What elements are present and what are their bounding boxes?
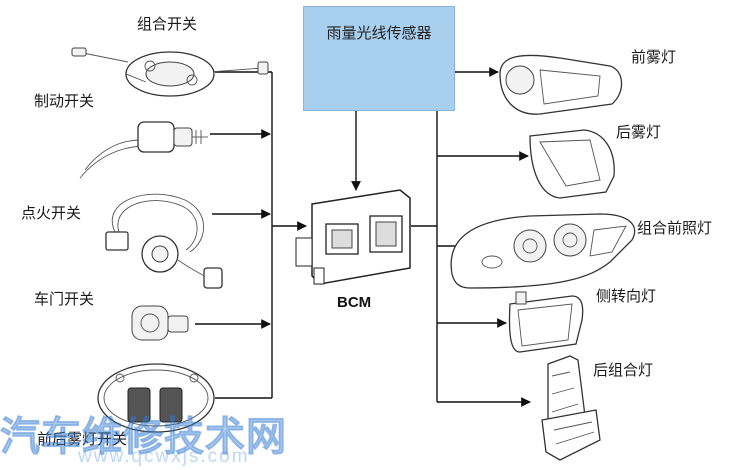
rear-combination-lamp-icon — [541, 355, 601, 461]
label-combination-switch: 组合开关 — [137, 15, 198, 33]
label-fog-lamp-switch: 前后雾灯开关 — [37, 430, 128, 448]
side-turn-lamp-icon — [508, 291, 584, 353]
fog-lamp-switch-icon — [97, 363, 215, 433]
brake-switch-icon — [79, 121, 208, 179]
rear-fog-lamp-icon — [529, 129, 615, 199]
front-fog-lamp-icon — [499, 54, 623, 115]
sensor-box: 雨量光线传感器 — [303, 6, 455, 111]
sensor-label: 雨量光线传感器 — [326, 24, 432, 42]
bcm-label: BCM — [337, 294, 372, 311]
label-ignition-switch: 点火开关 — [21, 204, 82, 222]
bcm-module-icon — [295, 189, 411, 285]
headlamp-icon — [450, 213, 636, 289]
label-brake-switch: 制动开关 — [34, 92, 95, 110]
ignition-switch-icon — [105, 193, 223, 289]
label-rear-fog-lamp: 后雾灯 — [616, 123, 662, 141]
watermark-url: www.qcwxjs.com — [78, 446, 250, 467]
label-front-fog-lamp: 前雾灯 — [631, 48, 677, 66]
combination-switch-icon — [71, 47, 269, 97]
label-rear-combination-lamp: 后组合灯 — [593, 361, 654, 379]
label-side-turn-lamp: 侧转向灯 — [596, 287, 657, 305]
label-headlamp: 组合前照灯 — [637, 219, 713, 237]
label-door-switch: 车门开关 — [34, 290, 95, 308]
watermark-title: 汽车维修技术网 — [0, 414, 287, 461]
door-switch-icon — [131, 305, 189, 341]
